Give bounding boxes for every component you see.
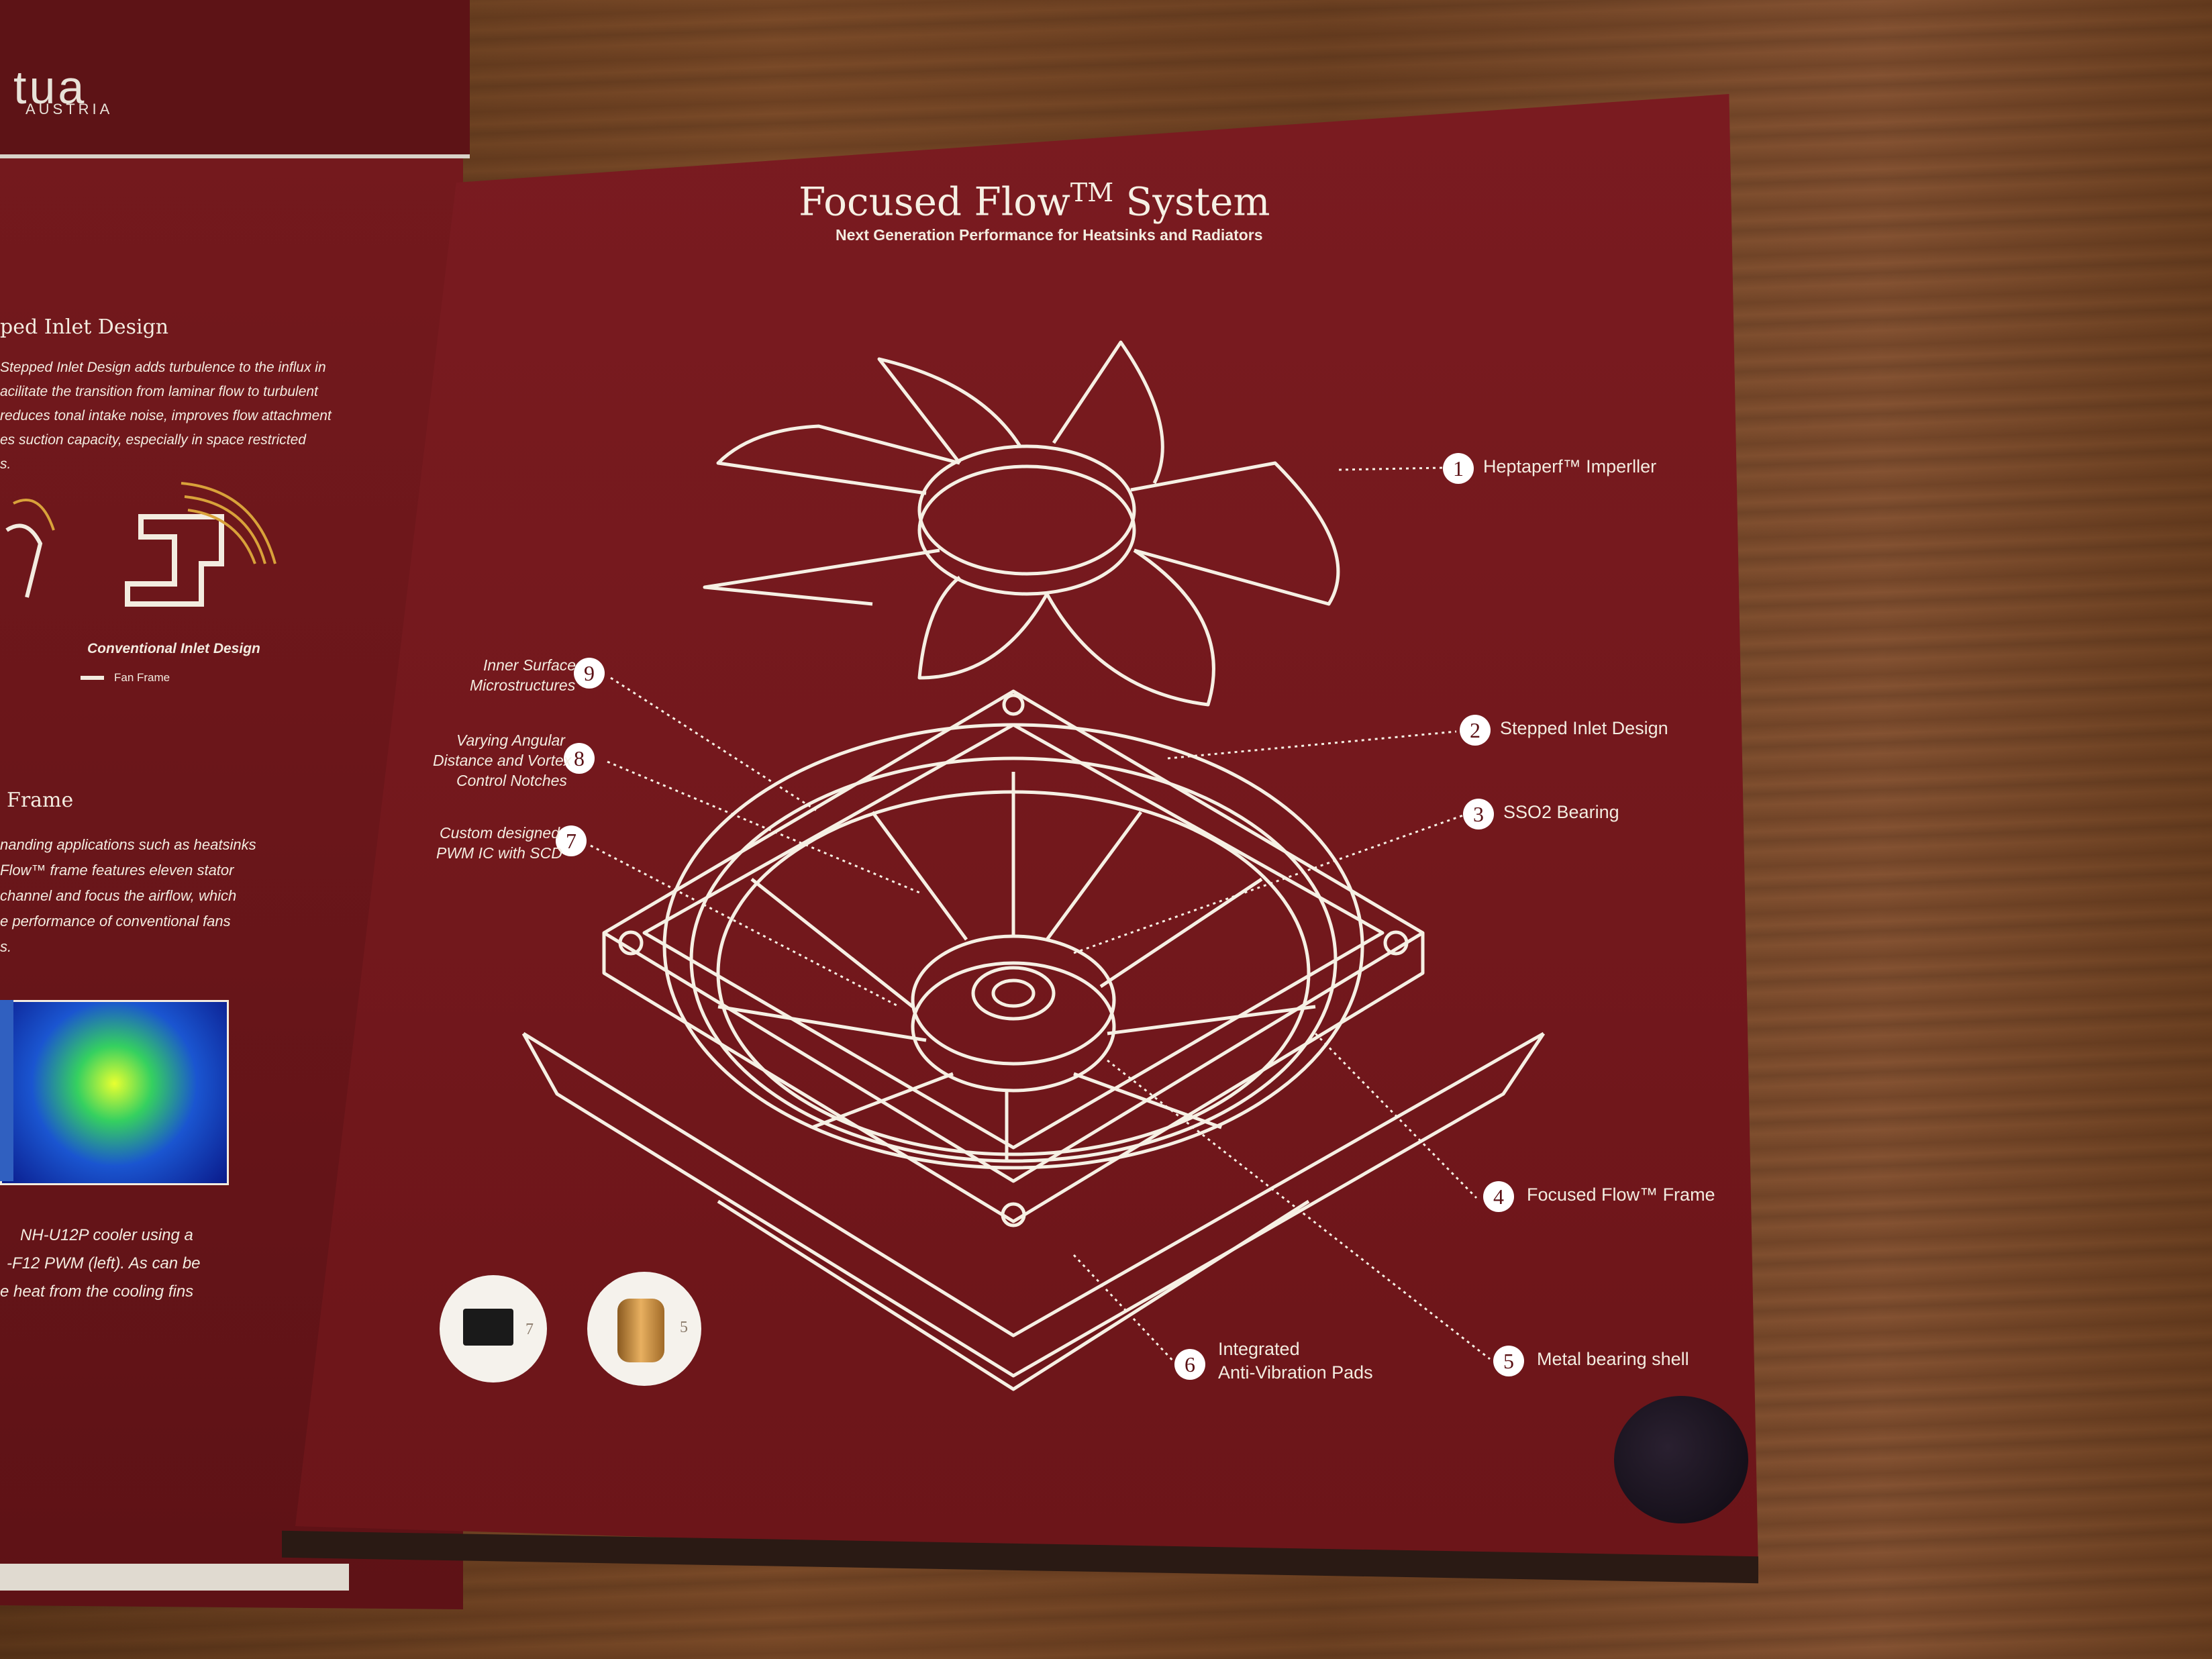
left-paragraph-1: Stepped Inlet Design adds turbulence to … bbox=[0, 360, 332, 472]
callout-label-5: Metal bearing shell bbox=[1537, 1349, 1689, 1369]
callout-label-8a: Varying Angular bbox=[456, 732, 565, 749]
callout-number-2: 2 bbox=[1460, 715, 1491, 746]
frame-drawing bbox=[521, 689, 1546, 1391]
callout-label-8c: Control Notches bbox=[456, 772, 567, 789]
fan-frame-legend: Fan Frame bbox=[114, 671, 170, 684]
photo-label-7: 7 bbox=[525, 1321, 534, 1338]
velcro-dot bbox=[1614, 1396, 1748, 1523]
page-subtitle: Next Generation Performance for Heatsink… bbox=[836, 226, 1263, 244]
callout-number-7: 7 bbox=[556, 825, 587, 856]
callout-label-6a: Integrated bbox=[1218, 1339, 1300, 1359]
photo-label-5: 5 bbox=[680, 1319, 688, 1336]
left-heading-1: ped Inlet Design bbox=[0, 315, 169, 339]
impeller-drawing bbox=[703, 340, 1340, 707]
ic-chip bbox=[463, 1309, 513, 1346]
callout-number-5: 5 bbox=[1493, 1346, 1524, 1376]
callout-label-7a: Custom designed bbox=[440, 824, 560, 842]
callout-number-3: 3 bbox=[1463, 799, 1494, 830]
callout-label-2: Stepped Inlet Design bbox=[1500, 718, 1668, 738]
callout-label-8b: Distance and Vortex bbox=[433, 752, 572, 769]
callout-label-9a: Inner Surface bbox=[483, 656, 576, 674]
bearing-shell-photo: 5 bbox=[587, 1272, 701, 1386]
callout-label-6b: Anti-Vibration Pads bbox=[1218, 1362, 1373, 1382]
callout-label-3: SSO2 Bearing bbox=[1503, 802, 1619, 822]
callout-number-1: 1 bbox=[1443, 453, 1474, 484]
left-heading-2: Frame bbox=[7, 789, 74, 812]
left-page-bottom bbox=[0, 1564, 349, 1591]
callout-number-6: 6 bbox=[1174, 1349, 1205, 1380]
callout-label-9b: Microstructures bbox=[470, 676, 576, 694]
fan-exploded-diagram bbox=[521, 340, 1546, 1391]
page-title: Focused FlowTM System bbox=[799, 178, 1270, 225]
callout-number-9: 9 bbox=[574, 658, 605, 689]
left-paragraph-3: NH-U12P cooler using a -F12 PWM (left). … bbox=[0, 1226, 201, 1301]
callout-number-8: 8 bbox=[564, 743, 595, 774]
left-paragraph-2: nanding applications such as heatsinks F… bbox=[0, 836, 256, 955]
brass-shell bbox=[617, 1299, 664, 1362]
conv-inlet-label: Conventional Inlet Design bbox=[87, 641, 260, 656]
left-top-flap bbox=[0, 0, 470, 158]
callout-label-1: Heptaperf™ Imperller bbox=[1483, 456, 1657, 476]
callout-label-4: Focused Flow™ Frame bbox=[1527, 1185, 1715, 1205]
brand-fragment: tua bbox=[13, 61, 87, 113]
brand-sub: AUSTRIA bbox=[26, 101, 113, 117]
inlet-diagrams bbox=[5, 482, 276, 680]
thermal-image bbox=[0, 1000, 229, 1185]
pwm-ic-photo: 7 bbox=[440, 1275, 547, 1382]
thermal-image-left bbox=[0, 1000, 13, 1181]
callout-label-7b: PWM IC with SCD bbox=[436, 844, 562, 862]
callout-number-4: 4 bbox=[1483, 1181, 1514, 1212]
